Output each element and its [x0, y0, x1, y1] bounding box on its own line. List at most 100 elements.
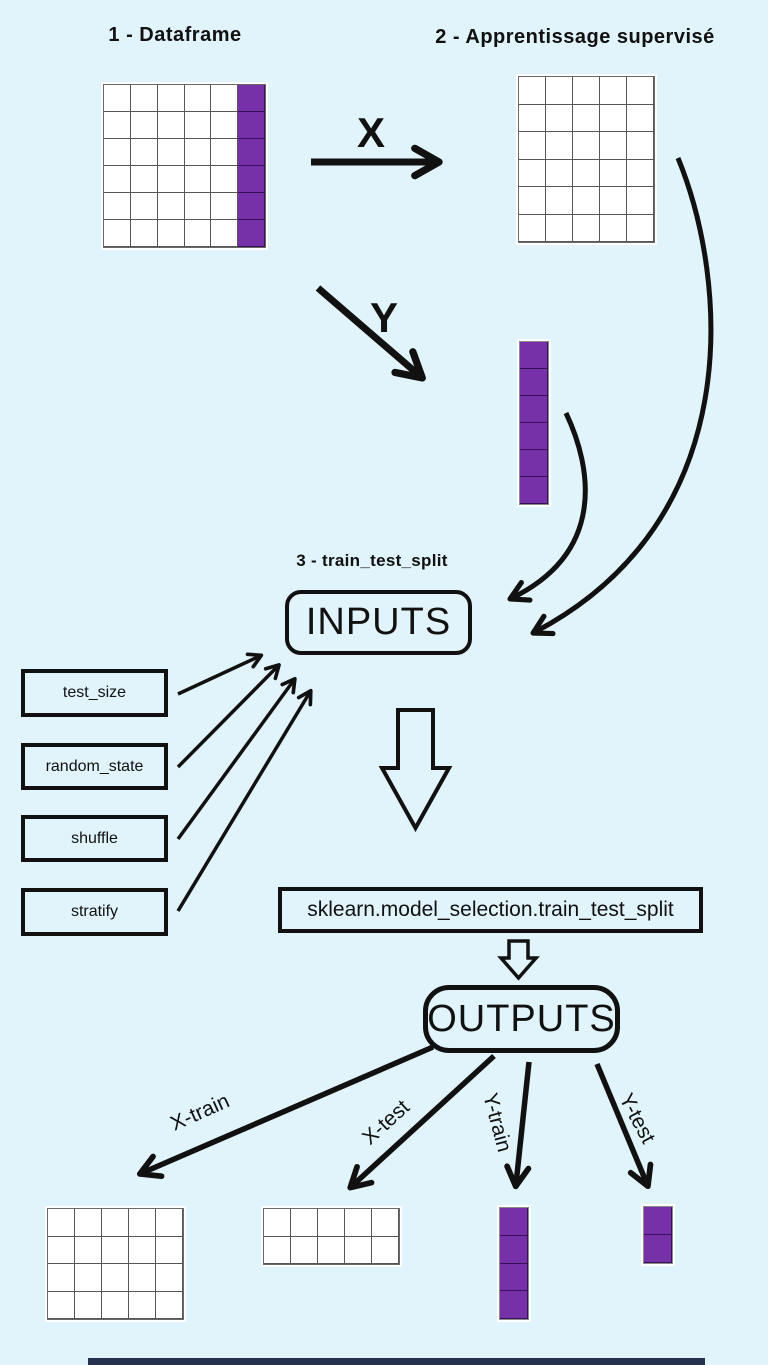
grid-cell [627, 104, 654, 132]
grid-cell [157, 220, 185, 247]
grid-cell [600, 214, 627, 242]
grid-cell [500, 1208, 528, 1236]
grid-cell [573, 159, 600, 187]
inputs-node: INPUTS [285, 590, 472, 655]
grid-cell [184, 85, 212, 112]
grid-cell [519, 187, 546, 215]
grid-cell [345, 1209, 372, 1237]
grid-cell [318, 1209, 345, 1237]
grid-cell [644, 1235, 672, 1263]
y-test-grid [643, 1206, 673, 1264]
supervised-title: 2 - Apprentissage supervisé [435, 26, 715, 48]
grid-cell [500, 1291, 528, 1319]
grid-cell [238, 112, 265, 139]
random-state-arrow [176, 663, 281, 769]
grid-cell [238, 193, 265, 220]
inputs-down-arrow [378, 708, 453, 833]
grid-cell [75, 1291, 102, 1319]
param-label: stratify [70, 903, 119, 920]
grid-cell [520, 477, 548, 504]
dataframe-grid [103, 84, 266, 248]
grid-cell [104, 85, 131, 112]
grid-cell [104, 139, 131, 166]
y-arrow-label: Y [370, 294, 399, 341]
grid-cell [520, 342, 548, 369]
x-train-arrow [136, 1044, 435, 1180]
grid-cell [600, 77, 627, 105]
grid-cell [48, 1236, 75, 1264]
grid-cell [546, 159, 573, 187]
grid-cell [520, 396, 548, 423]
param-label: test_size [62, 684, 127, 701]
grid-cell [130, 220, 158, 247]
y-arrow [315, 285, 426, 382]
grid-cell [130, 193, 158, 220]
grid-cell [573, 214, 600, 242]
grid-cell [520, 369, 548, 396]
grid-cell [156, 1209, 183, 1237]
outputs-node: OUTPUTS [423, 985, 620, 1053]
grid-cell [104, 220, 131, 247]
grid-cell [573, 187, 600, 215]
split-title: 3 - train_test_split [296, 551, 448, 570]
function-down-arrow [497, 939, 540, 981]
grid-cell [157, 166, 185, 193]
grid-cell [291, 1236, 318, 1264]
grid-cell [546, 132, 573, 160]
grid-cell [519, 159, 546, 187]
grid-cell [573, 104, 600, 132]
grid-cell [184, 139, 212, 166]
grid-cell [157, 193, 185, 220]
grid-cell [372, 1236, 399, 1264]
grid-cell [129, 1291, 156, 1319]
grid-cell [644, 1207, 672, 1235]
grid-cell [75, 1264, 102, 1292]
grid-cell [102, 1209, 129, 1237]
x-test-grid [263, 1208, 400, 1265]
grid-cell [627, 214, 654, 242]
grid-cell [102, 1236, 129, 1264]
grid-cell [211, 112, 239, 139]
grid-cell [157, 139, 185, 166]
grid-cell [48, 1291, 75, 1319]
grid-cell [75, 1209, 102, 1237]
param-box-random-state: random_state [21, 743, 168, 790]
y-to-inputs-curve [507, 411, 588, 603]
grid-cell [238, 139, 265, 166]
y-test-arrow [594, 1062, 654, 1190]
grid-cell [184, 220, 212, 247]
x-train-grid [47, 1208, 184, 1320]
grid-cell [211, 193, 239, 220]
grid-cell [104, 193, 131, 220]
grid-cell [104, 112, 131, 139]
grid-cell [75, 1236, 102, 1264]
grid-cell [627, 187, 654, 215]
grid-cell [238, 220, 265, 247]
grid-cell [184, 193, 212, 220]
grid-cell [500, 1263, 528, 1292]
grid-cell [520, 423, 548, 450]
test-size-arrow [177, 652, 264, 696]
param-box-stratify: stratify [21, 888, 168, 936]
bottom-bar [88, 1358, 705, 1365]
grid-cell [546, 214, 573, 242]
grid-cell [102, 1264, 129, 1292]
grid-cell [130, 139, 158, 166]
grid-cell [519, 132, 546, 160]
grid-cell [156, 1264, 183, 1292]
grid-cell [130, 166, 158, 193]
grid-cell [102, 1291, 129, 1319]
grid-cell [520, 450, 548, 477]
inputs-label: INPUTS [305, 601, 452, 643]
grid-cell [211, 166, 239, 193]
stratify-arrow [176, 688, 313, 912]
grid-cell [500, 1235, 528, 1264]
grid-cell [211, 220, 239, 247]
grid-cell [156, 1291, 183, 1319]
outputs-label: OUTPUTS [427, 997, 616, 1040]
grid-cell [546, 187, 573, 215]
grid-cell [130, 85, 158, 112]
grid-cell [573, 132, 600, 160]
grid-cell [156, 1236, 183, 1264]
param-label: random_state [45, 757, 144, 775]
